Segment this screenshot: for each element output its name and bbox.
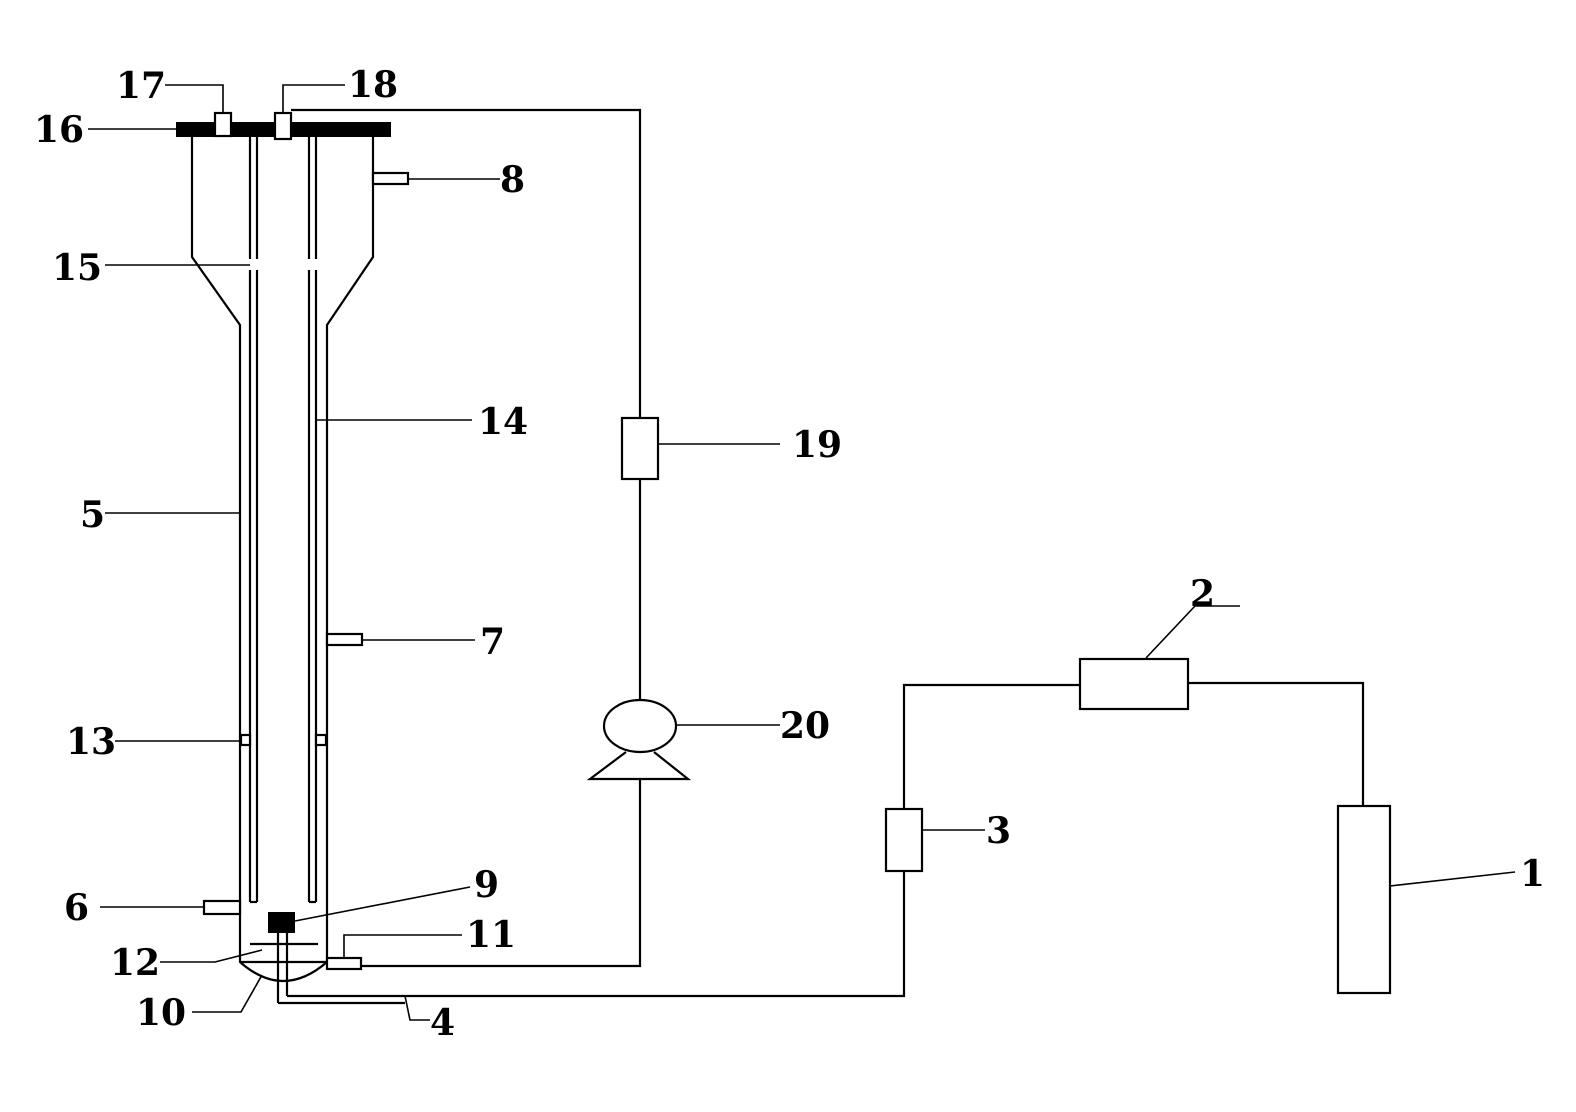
label-1: 1 bbox=[1520, 853, 1545, 895]
leader-11 bbox=[343, 934, 462, 958]
label-5: 5 bbox=[80, 494, 105, 536]
label-6: 6 bbox=[64, 887, 89, 929]
pump-20-body bbox=[602, 698, 678, 754]
leader-9 bbox=[294, 886, 471, 922]
pump-20-base bbox=[586, 751, 692, 781]
label-16: 16 bbox=[34, 109, 84, 151]
label-12: 12 bbox=[110, 942, 160, 984]
reactor-column bbox=[176, 122, 410, 1003]
label-20: 20 bbox=[780, 705, 830, 747]
leader-lines bbox=[88, 84, 1516, 1021]
bottom-dome bbox=[238, 955, 329, 982]
label-4: 4 bbox=[430, 1002, 455, 1044]
label-9: 9 bbox=[474, 864, 499, 906]
leader-10 bbox=[192, 974, 263, 1013]
label-7: 7 bbox=[480, 621, 505, 663]
gas-line-4 bbox=[287, 871, 906, 998]
gas-line-right bbox=[1188, 681, 1365, 806]
port-6 bbox=[202, 899, 242, 916]
label-15: 15 bbox=[52, 247, 102, 289]
support-left bbox=[239, 733, 252, 747]
label-8: 8 bbox=[500, 159, 525, 201]
leader-1 bbox=[1389, 871, 1516, 887]
port-7 bbox=[325, 632, 364, 647]
aerator-head bbox=[268, 912, 295, 933]
label-17: 17 bbox=[116, 65, 166, 107]
leader-17 bbox=[165, 84, 224, 113]
label-13: 13 bbox=[66, 721, 116, 763]
flowmeter-3 bbox=[884, 807, 924, 873]
label-11: 11 bbox=[466, 914, 516, 956]
valve-2 bbox=[1078, 657, 1190, 711]
leader-12 bbox=[160, 949, 263, 963]
fitting-18 bbox=[273, 111, 293, 141]
outer-wall-right bbox=[325, 137, 375, 955]
recycle-line-top bbox=[291, 108, 642, 418]
label-2: 2 bbox=[1190, 573, 1215, 615]
recycle-line-bottom bbox=[361, 779, 642, 968]
fitting-17 bbox=[213, 111, 233, 138]
label-19: 19 bbox=[792, 424, 842, 466]
gas-line-up bbox=[902, 683, 1080, 809]
label-14: 14 bbox=[478, 401, 528, 443]
recycle-outlet bbox=[325, 956, 363, 971]
label-10: 10 bbox=[136, 992, 186, 1034]
label-18: 18 bbox=[348, 64, 398, 106]
support-right bbox=[314, 733, 328, 747]
port-8 bbox=[371, 171, 410, 186]
outer-wall-left bbox=[190, 137, 242, 955]
flowmeter-19 bbox=[620, 416, 660, 481]
leader-2 bbox=[1145, 605, 1240, 659]
leader-4 bbox=[404, 995, 430, 1021]
labels: 1 2 3 4 5 6 7 8 9 10 11 12 13 14 15 16 1… bbox=[34, 64, 1545, 1044]
label-3: 3 bbox=[986, 810, 1011, 852]
leader-18 bbox=[282, 84, 345, 113]
gas-cylinder-1 bbox=[1336, 804, 1392, 995]
